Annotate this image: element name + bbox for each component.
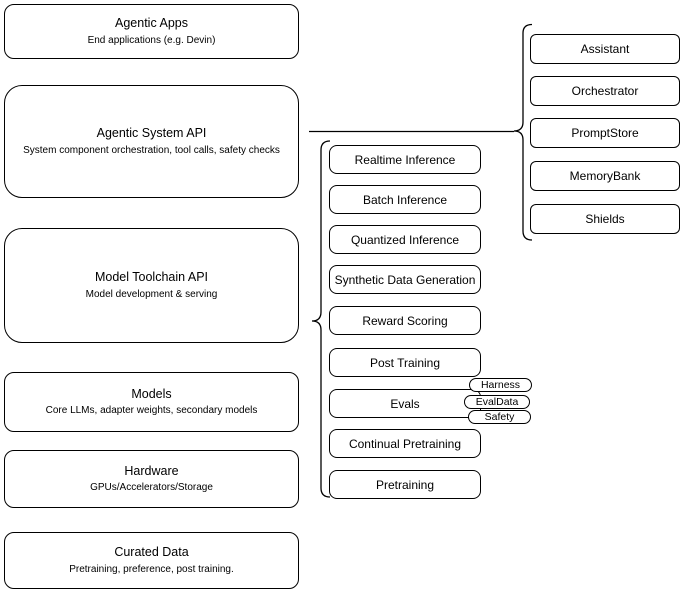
node-curated-data: Curated Data Pretraining, preference, po… [4, 532, 299, 589]
node-memorybank: MemoryBank [530, 161, 680, 191]
node-agentic-apps: Agentic Apps End applications (e.g. Devi… [4, 4, 299, 59]
node-title: Agentic System API [96, 126, 207, 141]
node-subtitle: Pretraining, preference, post training. [69, 563, 234, 575]
node-title: Hardware [124, 463, 179, 478]
node-title: Agentic Apps [115, 16, 188, 31]
node-subtitle: End applications (e.g. Devin) [87, 34, 216, 46]
node-subtitle: Model development & serving [85, 288, 218, 300]
node-evals: Evals [329, 389, 481, 418]
tag-evaldata: EvalData [464, 395, 530, 409]
node-post-training: Post Training [329, 348, 481, 377]
tag-safety: Safety [468, 410, 531, 424]
node-quantized-inference: Quantized Inference [329, 225, 481, 254]
node-realtime-inference: Realtime Inference [329, 145, 481, 174]
node-orchestrator: Orchestrator [530, 76, 680, 106]
node-reward-scoring: Reward Scoring [329, 306, 481, 335]
node-subtitle: System component orchestration, tool cal… [23, 144, 280, 156]
node-models: Models Core LLMs, adapter weights, secon… [4, 372, 299, 432]
node-pretraining: Pretraining [329, 470, 481, 499]
node-subtitle: Core LLMs, adapter weights, secondary mo… [45, 405, 258, 417]
node-agentic-system-api: Agentic System API System component orch… [4, 85, 299, 198]
node-shields: Shields [530, 204, 680, 234]
node-title: Model Toolchain API [94, 270, 209, 285]
node-subtitle: GPUs/Accelerators/Storage [90, 482, 213, 494]
node-synthetic-data-generation: Synthetic Data Generation [329, 265, 481, 294]
node-model-toolchain-api: Model Toolchain API Model development & … [4, 228, 299, 343]
toolchain-group-brace [311, 140, 331, 498]
node-assistant: Assistant [530, 34, 680, 64]
node-title: Curated Data [114, 545, 189, 560]
node-title: Models [131, 386, 172, 401]
node-promptstore: PromptStore [530, 118, 680, 148]
node-hardware: Hardware GPUs/Accelerators/Storage [4, 450, 299, 508]
tag-harness: Harness [469, 378, 532, 392]
node-continual-pretraining: Continual Pretraining [329, 429, 481, 458]
node-batch-inference: Batch Inference [329, 185, 481, 214]
